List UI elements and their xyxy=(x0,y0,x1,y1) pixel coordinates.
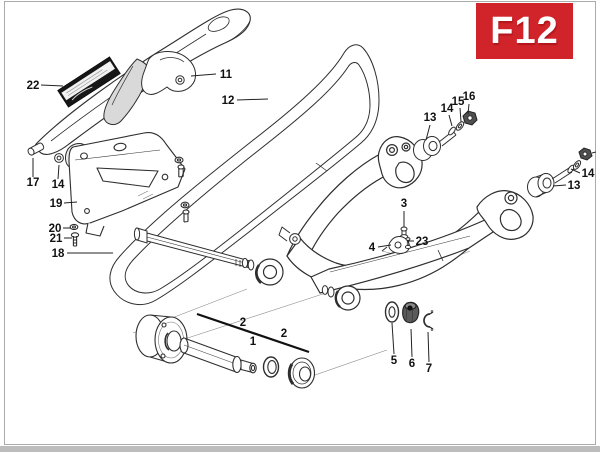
swingarm xyxy=(241,136,534,311)
bolt-cluster-center xyxy=(413,110,478,161)
part-label-2a[interactable]: 2 xyxy=(240,317,246,329)
leader-line-4 xyxy=(377,244,392,248)
plate-badge-text: F12 xyxy=(490,10,559,52)
leader-line-11 xyxy=(190,73,217,77)
part-label-16[interactable]: 16 xyxy=(463,91,476,103)
group-line xyxy=(196,312,310,354)
chain-guide-parts xyxy=(381,226,412,254)
part-label-14a[interactable]: 14 xyxy=(52,179,65,191)
mount-bracket xyxy=(68,132,190,247)
plate-badge[interactable]: F12 xyxy=(476,3,573,59)
part-label-22[interactable]: 22 xyxy=(27,80,40,92)
part-label-20[interactable]: 20 xyxy=(49,223,62,235)
leader-line-6 xyxy=(410,328,413,358)
leader-line-5 xyxy=(391,322,395,355)
part-label-7[interactable]: 7 xyxy=(426,363,432,375)
part-label-3[interactable]: 3 xyxy=(401,198,407,210)
axle-nut-set xyxy=(384,301,434,331)
leader-line-22 xyxy=(40,84,64,87)
part-label-12[interactable]: 12 xyxy=(222,95,235,107)
part-label-4[interactable]: 4 xyxy=(369,242,376,254)
guard-strap xyxy=(103,51,196,126)
page-bottom-shadow xyxy=(0,446,600,452)
leader-line-15 xyxy=(459,107,462,123)
leader-line-19 xyxy=(63,201,78,204)
part-label-11[interactable]: 11 xyxy=(220,69,233,81)
pivot-bolt xyxy=(133,227,253,269)
part-label-13b[interactable]: 13 xyxy=(568,180,581,192)
part-label-2b[interactable]: 2 xyxy=(281,328,287,340)
part-label-1[interactable]: 1 xyxy=(250,336,257,348)
bolt-cluster-right xyxy=(527,147,597,198)
leader-line-7 xyxy=(427,331,430,363)
part-label-18[interactable]: 18 xyxy=(52,248,65,260)
part-label-15[interactable]: 15 xyxy=(452,96,465,108)
part-label-23[interactable]: 23 xyxy=(416,236,429,248)
part-label-13a[interactable]: 13 xyxy=(424,112,437,124)
leader-line-16 xyxy=(467,103,470,115)
part-label-19[interactable]: 19 xyxy=(50,198,63,210)
part-label-21[interactable]: 21 xyxy=(50,233,63,245)
leader-line-13b xyxy=(552,184,567,187)
part-label-6[interactable]: 6 xyxy=(409,358,415,370)
part-label-17[interactable]: 17 xyxy=(27,177,40,189)
leader-line-12 xyxy=(236,98,269,101)
part-label-5[interactable]: 5 xyxy=(391,355,398,367)
axle-group xyxy=(135,314,316,389)
decal-sticker xyxy=(57,56,121,108)
part-label-14c[interactable]: 14 xyxy=(582,168,595,180)
leader-line-14c xyxy=(570,168,581,174)
leader-line-14b xyxy=(448,114,453,127)
leader-line-14a xyxy=(57,164,60,180)
part-label-14b[interactable]: 14 xyxy=(441,103,454,115)
leader-line-13a xyxy=(425,124,431,141)
